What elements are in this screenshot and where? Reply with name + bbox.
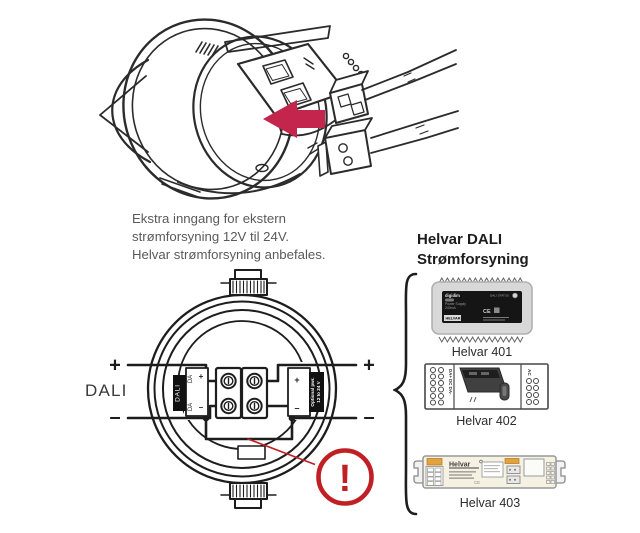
minus-sign: – <box>109 407 120 429</box>
note-line: Ekstra inngang for ekstern <box>132 211 286 226</box>
psu-rating: 240mA <box>445 306 456 310</box>
orange-terminal-mid <box>504 458 520 464</box>
screw <box>246 372 263 390</box>
svg-text:+: + <box>199 372 204 381</box>
right-terminal-label: AC <box>527 369 532 376</box>
plug-lower <box>317 110 459 177</box>
screw <box>246 397 263 415</box>
helvar-403-image: Helvar CE <box>413 455 566 489</box>
right-terminal-grid <box>546 462 555 484</box>
left-terminal-grid <box>427 467 442 486</box>
mount-tab-right <box>555 460 566 484</box>
product-label: Helvar 401 <box>451 345 513 359</box>
psu-heading-line: Helvar DALI <box>417 231 503 248</box>
da-plus-label: DA <box>188 375 194 383</box>
left-terminals <box>430 367 444 406</box>
plug-upper <box>329 49 457 124</box>
insert-arrow <box>263 100 325 138</box>
product-helvar-401: digidim DALI STATUS Power Supply 240mA C… <box>431 276 533 359</box>
dali-status-label: DALI STATUS <box>490 294 509 298</box>
spring-clip-bottom <box>220 482 277 509</box>
status-led <box>512 292 518 299</box>
device-connector-illustration <box>99 18 459 200</box>
note-line: Helvar strømforsyning anbefales. <box>132 246 326 262</box>
svg-text:–: – <box>294 403 299 413</box>
brand-text: HELVAR <box>446 317 461 321</box>
left-terminal-label: DA+ DC DA- <box>448 369 453 395</box>
psu-desc: Power Supply <box>445 302 466 306</box>
dali-bus-label: DALI <box>85 381 128 400</box>
ce-mark: CE <box>474 480 480 485</box>
screw <box>220 372 237 390</box>
screw <box>220 397 237 415</box>
plus-sign: + <box>109 355 121 377</box>
spring-clip-icon <box>195 41 219 57</box>
optional-power-line2: 12 to 24 V <box>316 380 321 402</box>
wiring-diagram: DALI DA + DA – + – Optional pwr. 12 to 2… <box>85 269 378 510</box>
psu-label-panel <box>442 291 522 323</box>
dali-block-label: DALI <box>175 384 182 402</box>
da-minus-label: DA <box>188 403 194 411</box>
note-line: strømforsyning 12V til 24V. <box>132 228 290 244</box>
plus-sign: + <box>363 355 375 377</box>
spring-clip-top <box>220 269 277 296</box>
product-label: Helvar 402 <box>456 414 517 428</box>
helvar-401-image: digidim DALI STATUS Power Supply 240mA C… <box>431 276 533 344</box>
recessed-housing <box>99 18 365 200</box>
product-label: Helvar 403 <box>459 496 521 510</box>
dali-terminal-block: DALI DA + DA – <box>173 367 209 417</box>
warning-circle <box>316 448 374 506</box>
minus-sign: – <box>363 407 374 429</box>
screw-terminal-blocks <box>214 366 269 420</box>
brand-box <box>444 315 461 321</box>
helvar-402-image: DA+ DC DA- AC <box>424 363 549 410</box>
product-helvar-402: DA+ DC DA- AC Helvar 402 <box>424 361 549 428</box>
brand-text: Helvar <box>449 462 471 469</box>
psu-section-heading: Helvar DALI Strømforsyning <box>417 230 529 269</box>
wire-loop <box>204 416 294 441</box>
digidim-logo: digidim <box>445 293 460 298</box>
wire-opt-plus <box>265 363 358 383</box>
optional-power-block: + – Optional pwr. 12 to 24 V <box>287 367 324 417</box>
svg-text:–: – <box>199 403 204 412</box>
svg-text:+: + <box>294 375 299 385</box>
right-terminals <box>526 378 539 405</box>
orange-terminal-left <box>426 458 443 466</box>
warning-exclamation-icon: ! <box>339 458 352 500</box>
optional-power-line1: Optional pwr. <box>310 377 315 406</box>
note-text: Ekstra inngang for ekstern strømforsynin… <box>132 210 397 263</box>
grouping-brace <box>393 272 418 516</box>
vent-top <box>438 276 524 285</box>
window <box>523 458 545 477</box>
mount-tab-left <box>413 460 424 484</box>
cable-plugs <box>317 49 459 177</box>
ce-mark: CE <box>483 309 491 315</box>
vent-bottom <box>438 335 524 344</box>
warning-callout: ! <box>247 438 378 510</box>
info-box <box>481 461 504 478</box>
product-helvar-403: Helvar CE Helvar 403 <box>412 449 568 510</box>
psu-heading-line: Strømforsyning <box>417 250 529 268</box>
